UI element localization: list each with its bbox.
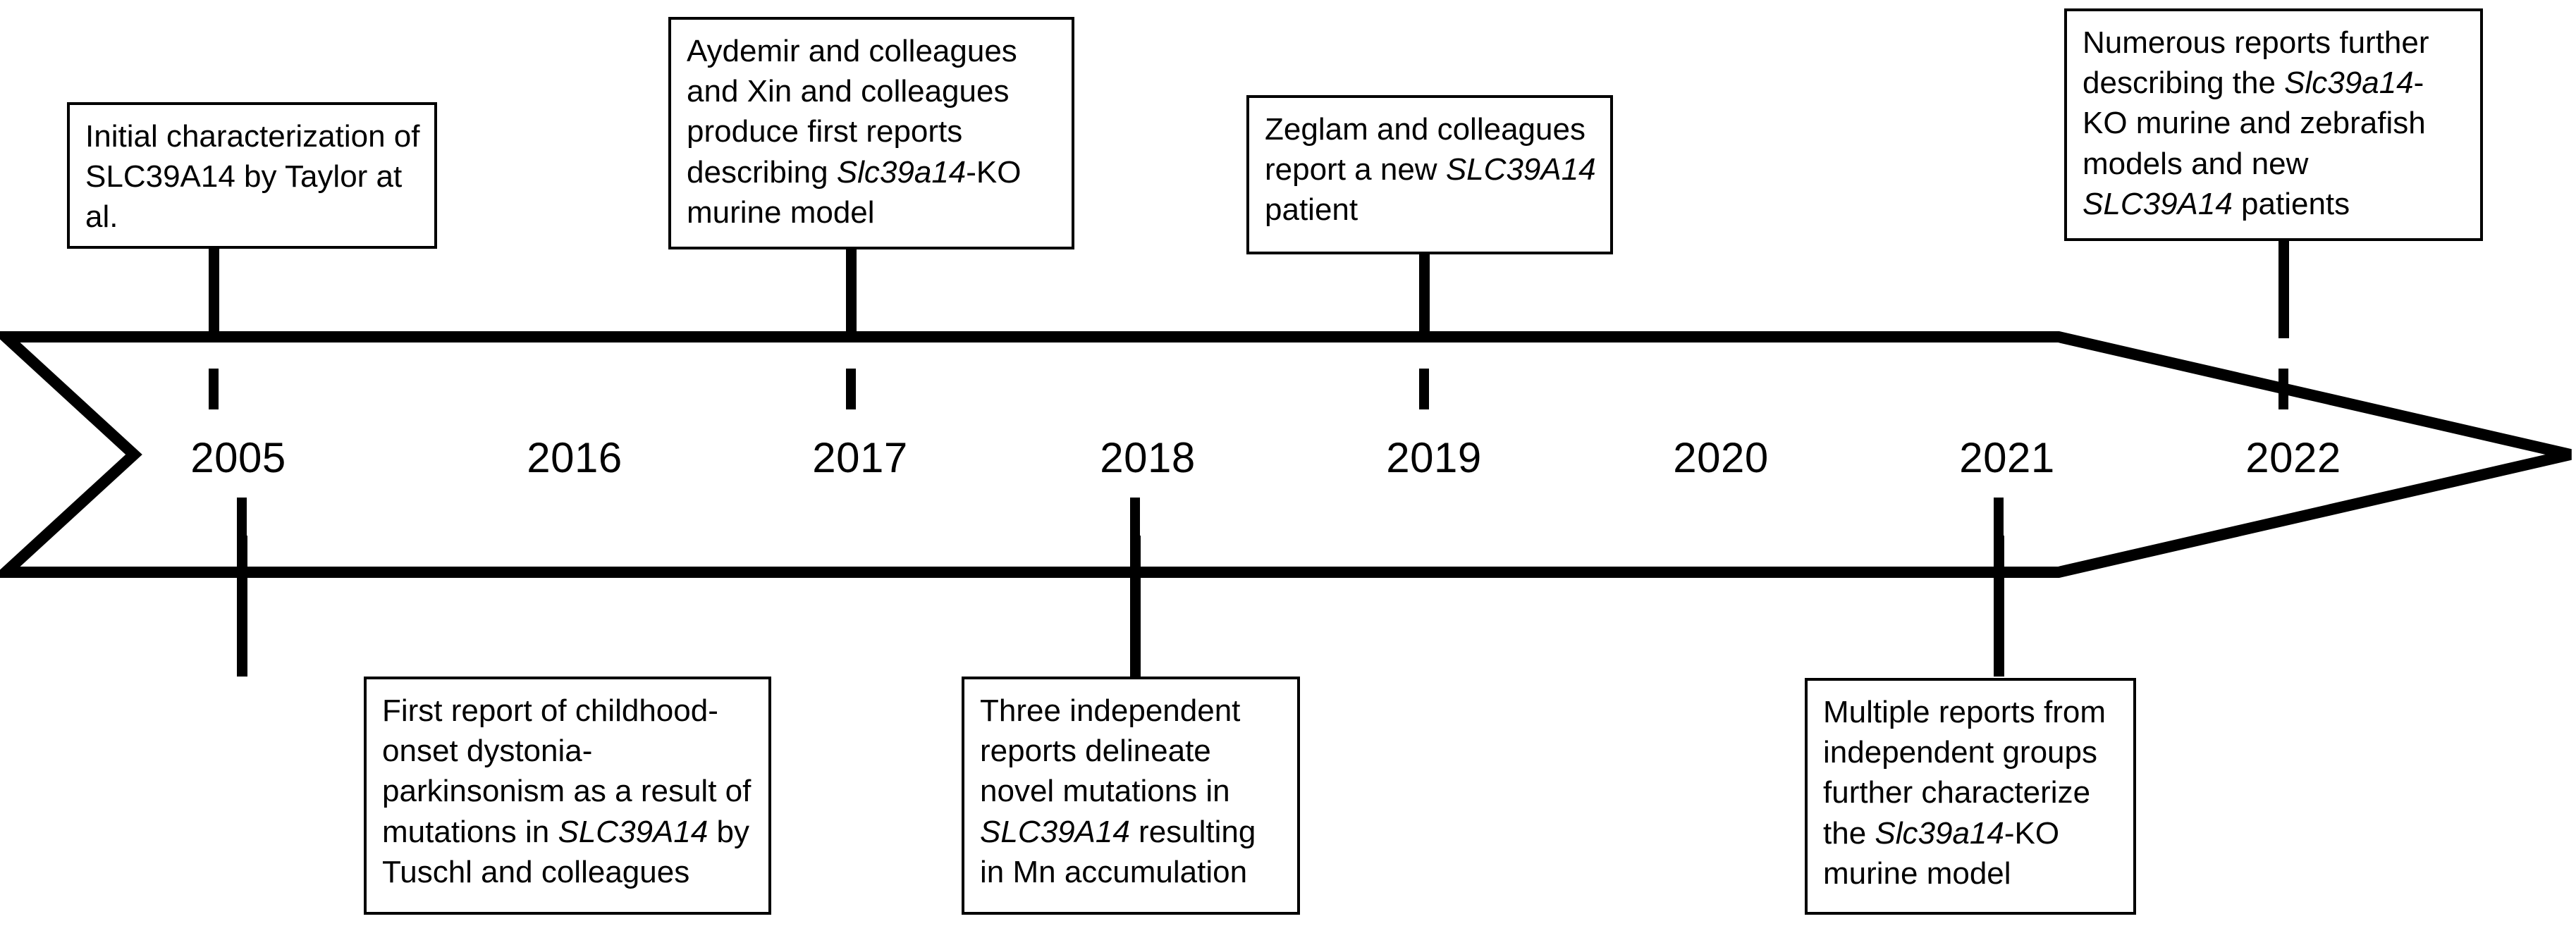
year-label-2017: 2017 xyxy=(812,434,908,481)
arrow-band-shape xyxy=(0,331,2572,578)
stem-2018 xyxy=(1130,536,1141,677)
stem-2022 xyxy=(2278,240,2289,338)
event-box-2019[interactable]: Zeglam and colleagues report a new SLC39… xyxy=(1246,95,1613,254)
event-text-2022: Numerous reports further describing the … xyxy=(2083,25,2429,221)
event-box-2017[interactable]: Aydemir and colleagues and Xin and colle… xyxy=(668,17,1074,249)
event-box-2022[interactable]: Numerous reports further describing the … xyxy=(2064,8,2483,241)
stem-2019 xyxy=(1419,254,1430,338)
timeline-arrow-band xyxy=(0,331,2576,578)
year-label-2021: 2021 xyxy=(1959,434,2055,481)
tick-2021 xyxy=(1994,498,2004,538)
stem-2005 xyxy=(209,248,219,338)
year-label-2016: 2016 xyxy=(527,434,622,481)
stem-2021 xyxy=(1994,536,2004,677)
tick-2005 xyxy=(209,369,219,409)
tick-2019 xyxy=(1419,369,1429,409)
tick-2018 xyxy=(1130,498,1140,538)
year-label-2019: 2019 xyxy=(1386,434,1482,481)
event-box-2005[interactable]: Initial characterization of SLC39A14 by … xyxy=(67,102,437,249)
stem-2017 xyxy=(846,248,857,338)
event-text-2019: Zeglam and colleagues report a new SLC39… xyxy=(1265,112,1596,228)
event-box-2021[interactable]: Multiple reports from independent groups… xyxy=(1805,678,2136,915)
tick-2016 xyxy=(237,498,247,538)
tick-2017 xyxy=(846,369,856,409)
year-label-2018: 2018 xyxy=(1100,434,1196,481)
event-text-2017: Aydemir and colleagues and Xin and colle… xyxy=(687,34,1022,230)
event-text-2018: Three independent reports delineate nove… xyxy=(980,693,1256,889)
event-text-2005: Initial characterization of SLC39A14 by … xyxy=(85,119,420,235)
stem-2016 xyxy=(237,536,247,677)
event-box-2018[interactable]: Three independent reports delineate nove… xyxy=(962,677,1300,915)
event-text-2016: First report of childhood-onset dystonia… xyxy=(382,693,752,889)
year-label-2020: 2020 xyxy=(1673,434,1769,481)
event-text-2021: Multiple reports from independent groups… xyxy=(1823,695,2106,891)
year-label-2022: 2022 xyxy=(2245,434,2341,481)
year-label-2005: 2005 xyxy=(190,434,286,481)
tick-2022 xyxy=(2278,369,2288,409)
event-box-2016[interactable]: First report of childhood-onset dystonia… xyxy=(364,677,771,915)
